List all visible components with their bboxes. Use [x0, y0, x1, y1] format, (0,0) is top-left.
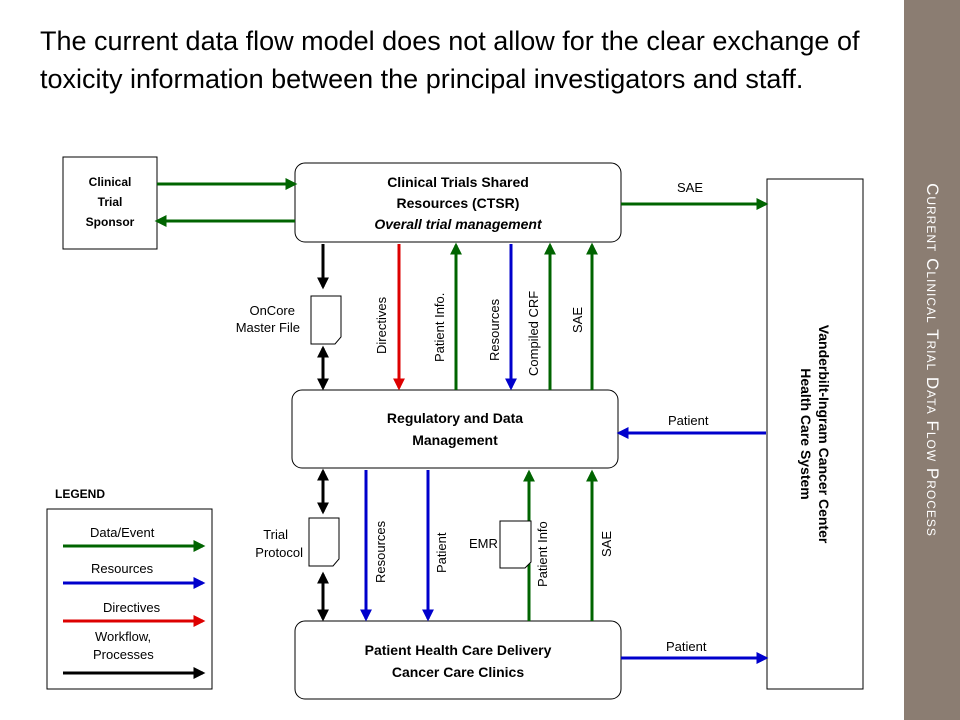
- ctsr-label-3: Overall trial management: [374, 216, 543, 232]
- patient-info-upper-label: Patient Info.: [432, 293, 447, 362]
- sponsor-label-1: Clinical: [89, 175, 132, 189]
- ctsr-label-1: Clinical Trials Shared: [387, 174, 529, 190]
- directives-label: Directives: [374, 296, 389, 354]
- rdm-label-2: Management: [412, 432, 498, 448]
- sae-top-label: SAE: [677, 180, 703, 195]
- protocol-label-1: Trial: [263, 527, 288, 542]
- phcd-label-2: Cancer Care Clinics: [392, 664, 524, 680]
- resources-lower-label: Resources: [373, 520, 388, 583]
- patient-info-lower-label: Patient Info: [535, 521, 550, 587]
- legend-item-data-event: Data/Event: [90, 525, 155, 540]
- ctsr-label-2: Resources (CTSR): [397, 195, 520, 211]
- rdm-box: [291, 389, 619, 469]
- phcd-label-1: Patient Health Care Delivery: [365, 642, 552, 658]
- patient-mid-label: Patient: [668, 413, 709, 428]
- sponsor-box: [62, 156, 158, 250]
- vicc-label-1: Vanderbilt-Ingram Cancer Center: [816, 325, 832, 544]
- legend-item-resources: Resources: [91, 561, 154, 576]
- oncore-label-2: Master File: [236, 320, 300, 335]
- emr-label: EMR: [469, 536, 498, 551]
- oncore-label-1: OnCore: [249, 303, 295, 318]
- side-title: Current Clinical Trial Data Flow Process: [923, 183, 942, 537]
- sponsor-label-2: Trial: [98, 195, 123, 209]
- legend-title: LEGEND: [55, 487, 105, 501]
- legend-item-directives: Directives: [103, 600, 161, 615]
- emr-document-icon: [499, 520, 532, 569]
- sae-upper-label: SAE: [570, 307, 585, 333]
- page-title: The current data flow model does not all…: [40, 26, 860, 94]
- patient-bottom-label: Patient: [666, 639, 707, 654]
- side-band: [904, 0, 960, 720]
- vicc-box: [766, 178, 864, 690]
- compiled-crf-label: Compiled CRF: [526, 291, 541, 376]
- rdm-label-1: Regulatory and Data: [387, 410, 523, 426]
- vicc-label-2: Health Care System: [798, 368, 814, 500]
- phcd-box: [294, 620, 622, 700]
- legend-item-workflow: Workflow,: [95, 629, 151, 644]
- oncore-document-icon: [310, 295, 342, 345]
- protocol-document-icon: [308, 517, 340, 567]
- resources-upper-label: Resources: [487, 298, 502, 361]
- sponsor-label-3: Sponsor: [86, 215, 135, 229]
- data-flow-diagram: Clinical Trial Sponsor Clinical Trials S…: [46, 156, 864, 700]
- protocol-label-2: Protocol: [255, 545, 303, 560]
- sae-lower-label: SAE: [599, 531, 614, 557]
- legend-box: [46, 508, 213, 690]
- patient-lower-label: Patient: [434, 532, 449, 573]
- legend-item-processes: Processes: [93, 647, 154, 662]
